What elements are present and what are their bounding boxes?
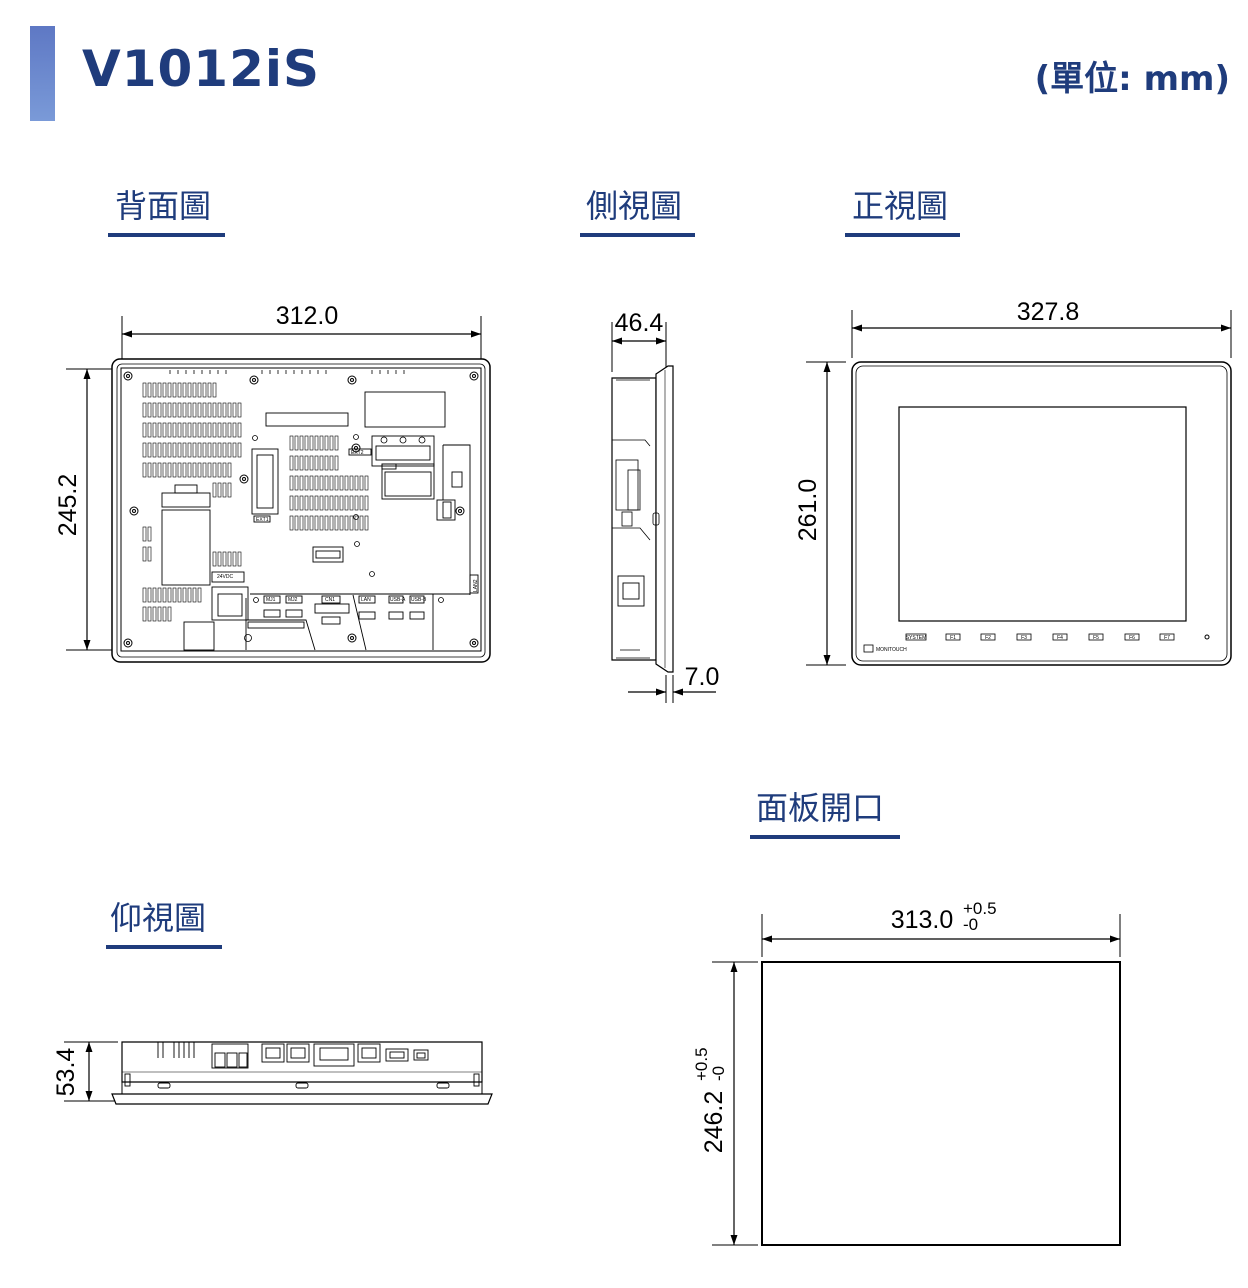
side-view-drawing: 46.4 7.0 xyxy=(611,309,720,703)
bottom-height-dim: 53.4 xyxy=(52,1048,80,1097)
power-label: 24VDC xyxy=(217,574,234,580)
panel-cutout-title: 面板開口 xyxy=(756,789,885,827)
mj2-label: MJ2 xyxy=(288,597,298,603)
back-view-drawing: 312.0 245.2 xyxy=(54,302,491,663)
key-f5: F5 xyxy=(1093,635,1099,641)
unit-label: (單位: mm) xyxy=(1034,59,1230,99)
back-width-dim: 312.0 xyxy=(276,302,339,330)
cutout-height-dim: 246.2 xyxy=(700,1091,728,1154)
ext2-label: EXT2 xyxy=(351,450,364,456)
side-view-underline xyxy=(580,233,695,237)
lan-label: LAN xyxy=(361,597,371,603)
brand-label: MONITOUCH xyxy=(876,647,907,653)
key-f1: F1 xyxy=(950,635,956,641)
cutout-height-tol-minus: -0 xyxy=(709,1066,728,1081)
front-view-drawing: 327.8 261.0 SYSTEM F1 F2 F3 F4 F5 F6 F7 xyxy=(794,298,1232,666)
panel-cutout-drawing: 313.0 +0.5 -0 246.2 +0.5 -0 xyxy=(692,899,1121,1246)
back-height-dim: 245.2 xyxy=(54,474,82,537)
cn1-label: CN1 xyxy=(325,597,335,603)
lan2-label: LAN2 xyxy=(473,579,479,592)
bottom-view-drawing: 53.4 xyxy=(52,1041,493,1105)
key-f6: F6 xyxy=(1129,635,1135,641)
cutout-width-tol-minus: -0 xyxy=(963,915,978,934)
back-view-underline xyxy=(108,233,225,237)
side-bezel-dim: 7.0 xyxy=(685,663,720,691)
panel-cutout-underline xyxy=(750,835,900,839)
brand-logo-icon xyxy=(863,644,874,653)
bottom-view-title: 仰視圖 xyxy=(110,899,207,937)
mj1-label: MJ1 xyxy=(266,597,276,603)
key-f2: F2 xyxy=(985,635,991,641)
cutout-width-tol-plus: +0.5 xyxy=(963,899,997,918)
cutout-rectangle xyxy=(761,961,1121,1246)
side-view-title: 側視圖 xyxy=(586,187,683,225)
front-width-dim: 327.8 xyxy=(1017,298,1080,326)
bottom-view-underline xyxy=(106,945,222,949)
key-f7: F7 xyxy=(1164,635,1170,641)
front-view-underline xyxy=(845,233,960,237)
usb-b-label: USB-B xyxy=(411,597,427,603)
model-title: V1012iS xyxy=(82,40,321,98)
front-height-dim: 261.0 xyxy=(794,479,822,542)
key-f4: F4 xyxy=(1057,635,1063,641)
usb-a-label: USB-A xyxy=(390,597,406,603)
screen-area xyxy=(898,406,1187,622)
title-accent-bar xyxy=(30,26,55,121)
side-depth-dim: 46.4 xyxy=(615,309,664,337)
cutout-height-tol-plus: +0.5 xyxy=(692,1047,711,1081)
front-view-title: 正視圖 xyxy=(852,187,949,225)
cutout-width-dim: 313.0 xyxy=(891,906,954,934)
key-f3: F3 xyxy=(1021,635,1027,641)
back-view-title: 背面圖 xyxy=(115,187,212,225)
ext1-label: EXT1 xyxy=(256,517,269,523)
key-system: SYSTEM xyxy=(906,635,927,641)
power-led-icon xyxy=(1204,634,1210,640)
front-key-row: SYSTEM F1 F2 F3 F4 F5 F6 F7 xyxy=(905,633,1175,641)
